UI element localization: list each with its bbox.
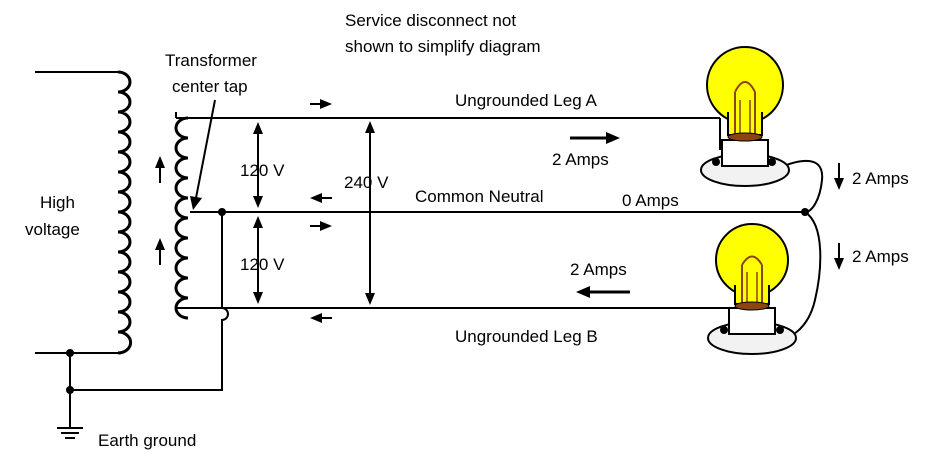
right-current-upper-label: 2 Amps — [852, 169, 909, 188]
lamp-lower — [707, 223, 797, 355]
voltage-total-label: 240 V — [344, 173, 389, 192]
current-arrow-neutral-left — [310, 193, 332, 203]
winding-arrow-upper — [155, 156, 165, 183]
center-tap-pointer — [190, 99, 216, 210]
neutral-ground-lead — [70, 212, 229, 391]
high-voltage-line2: voltage — [25, 220, 80, 239]
common-neutral-label: Common Neutral — [415, 187, 544, 206]
leg-b-wire — [176, 307, 731, 325]
voltage-arrow-upper — [253, 122, 263, 208]
leg-a-current-label: 2 Amps — [552, 150, 609, 169]
voltage-upper-label: 120 V — [240, 161, 285, 180]
right-current-lower-label: 2 Amps — [852, 247, 909, 266]
primary-winding — [35, 70, 133, 355]
lamp-upper — [700, 46, 790, 187]
earth-ground-label: Earth ground — [98, 431, 196, 450]
leg-a-current-arrow — [570, 132, 620, 144]
current-arrow-leg-a — [310, 99, 332, 109]
service-note-line2: shown to simplify diagram — [345, 37, 541, 56]
winding-arrow-lower — [155, 238, 165, 265]
voltage-lower-label: 120 V — [240, 255, 285, 274]
leg-a-wire — [176, 117, 721, 150]
leg-b-current-arrow — [576, 286, 630, 298]
transformer-label-line2: center tap — [172, 77, 248, 96]
secondary-winding — [174, 112, 189, 320]
neutral-current-label: 0 Amps — [622, 191, 679, 210]
earth-ground-icon — [57, 427, 83, 439]
right-current-arrow-upper — [834, 163, 844, 190]
service-note-line1: Service disconnect not — [345, 11, 516, 30]
current-arrow-leg-b — [310, 313, 332, 323]
right-current-arrow-lower — [834, 243, 844, 270]
primary-ground — [66, 349, 74, 428]
leg-a-label: Ungrounded Leg A — [455, 91, 597, 110]
leg-b-label: Ungrounded Leg B — [455, 327, 598, 346]
current-arrow-neutral-right — [310, 221, 332, 231]
voltage-arrow-lower — [253, 216, 263, 304]
high-voltage-line1: High — [40, 193, 75, 212]
transformer-label-line1: Transformer — [165, 51, 257, 70]
voltage-arrow-total — [365, 121, 375, 305]
leg-b-current-label: 2 Amps — [570, 260, 627, 279]
